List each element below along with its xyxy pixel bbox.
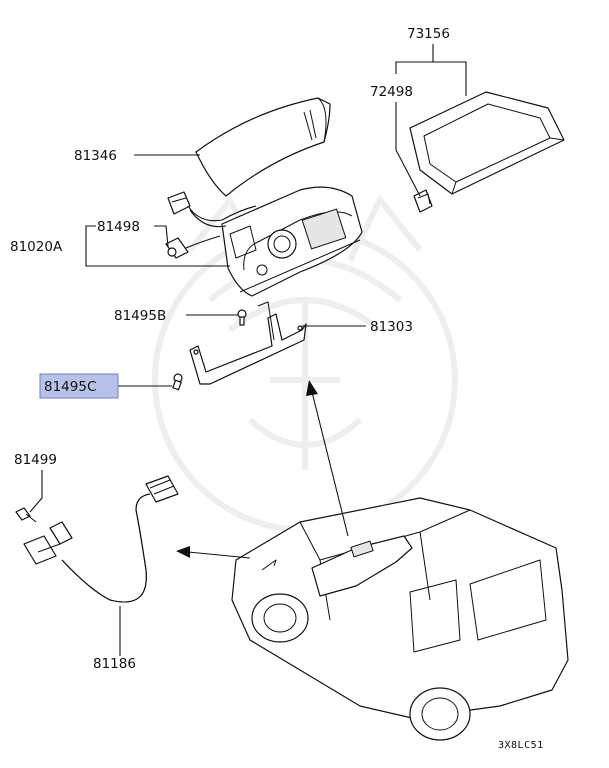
label-81303: 81303 xyxy=(370,319,413,335)
leader-lines xyxy=(29,44,467,656)
label-72498: 72498 xyxy=(370,84,413,100)
label-81495C: 81495C xyxy=(44,379,96,395)
label-81020A: 81020A xyxy=(10,239,63,255)
label-81499: 81499 xyxy=(14,452,57,468)
cluster-harness xyxy=(167,191,257,228)
sensor-harness-81186[interactable] xyxy=(23,475,179,603)
highlight-81495C xyxy=(39,373,119,399)
screw-81495B[interactable] xyxy=(237,309,247,326)
hood-81346[interactable] xyxy=(195,97,331,197)
label-81186: 81186 xyxy=(93,656,136,672)
bulb-socket-81498[interactable] xyxy=(165,235,221,259)
label-81495B: 81495B xyxy=(114,308,166,324)
panel-73156[interactable] xyxy=(409,91,565,195)
label-73156: 73156 xyxy=(407,26,450,42)
screw-81495C[interactable] xyxy=(172,373,183,391)
diagram-code: 3X8LC51 xyxy=(498,740,544,751)
label-81346: 81346 xyxy=(74,148,117,164)
label-81498: 81498 xyxy=(97,219,140,235)
bolt-81499[interactable] xyxy=(15,507,37,523)
vehicle-outline xyxy=(231,497,569,741)
meter-cluster-81020A[interactable] xyxy=(221,186,363,297)
part-labels: 73156 72498 81346 81498 81020A 81495B 81… xyxy=(10,26,544,751)
clip-72498[interactable] xyxy=(413,189,433,213)
bracket-81303[interactable] xyxy=(189,301,307,385)
arrows xyxy=(176,380,349,559)
